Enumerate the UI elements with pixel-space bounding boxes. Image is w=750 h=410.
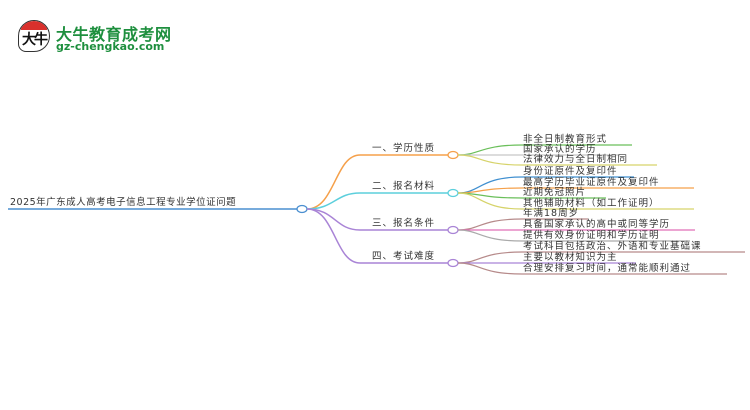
logo-glyph: 大牛 bbox=[22, 32, 48, 48]
leaf-node[interactable]: 主要以教材知识为主 bbox=[523, 252, 618, 263]
branch-3-connector bbox=[306, 208, 448, 231]
leaf-node[interactable]: 具备国家承认的高中或同等学历 bbox=[523, 219, 671, 230]
branch-node-1[interactable]: 一、学历性质 bbox=[372, 143, 436, 154]
leaf-node[interactable]: 最高学历毕业证原件及复印件 bbox=[523, 177, 660, 188]
branch-node-4[interactable]: 四、考试难度 bbox=[372, 251, 436, 262]
leaf-node[interactable]: 国家承认的学历 bbox=[523, 144, 597, 155]
branch-2-connector bbox=[306, 192, 448, 210]
branch-1-connector bbox=[306, 154, 448, 210]
site-logo[interactable]: 大牛 大牛教育成考网 gz-chengkao.com bbox=[18, 20, 178, 56]
root-node-dot bbox=[296, 204, 308, 214]
branch-4-connector bbox=[306, 208, 448, 264]
leaf-node[interactable]: 合理安排复习时间，通常能顺利通过 bbox=[523, 263, 692, 274]
site-url: gz-chengkao.com bbox=[56, 40, 165, 53]
leaf-node[interactable]: 其他辅助材料（如工作证明） bbox=[523, 198, 660, 209]
leaf-node[interactable]: 法律效力与全日制相同 bbox=[523, 154, 629, 165]
bull-logo-icon: 大牛 bbox=[18, 20, 50, 52]
branch-node-3[interactable]: 三、报名条件 bbox=[372, 218, 436, 229]
leaf-node[interactable]: 考试科目包括政治、外语和专业基础课 bbox=[523, 241, 702, 252]
logo-red-cap bbox=[21, 21, 47, 30]
leaf-node[interactable]: 近期免冠照片 bbox=[523, 187, 587, 198]
site-title: 大牛教育成考网 bbox=[56, 25, 172, 44]
leaf-node[interactable]: 非全日制教育形式 bbox=[523, 134, 608, 145]
branch-node-2[interactable]: 二、报名材料 bbox=[372, 181, 436, 192]
leaf-node[interactable]: 提供有效身份证明和学历证明 bbox=[523, 230, 660, 241]
leaf-node[interactable]: 年满18周岁 bbox=[523, 208, 580, 219]
root-node[interactable]: 2025年广东成人高考电子信息工程专业学位证问题 bbox=[10, 197, 237, 208]
leaf-node[interactable]: 身份证原件及复印件 bbox=[523, 166, 618, 177]
